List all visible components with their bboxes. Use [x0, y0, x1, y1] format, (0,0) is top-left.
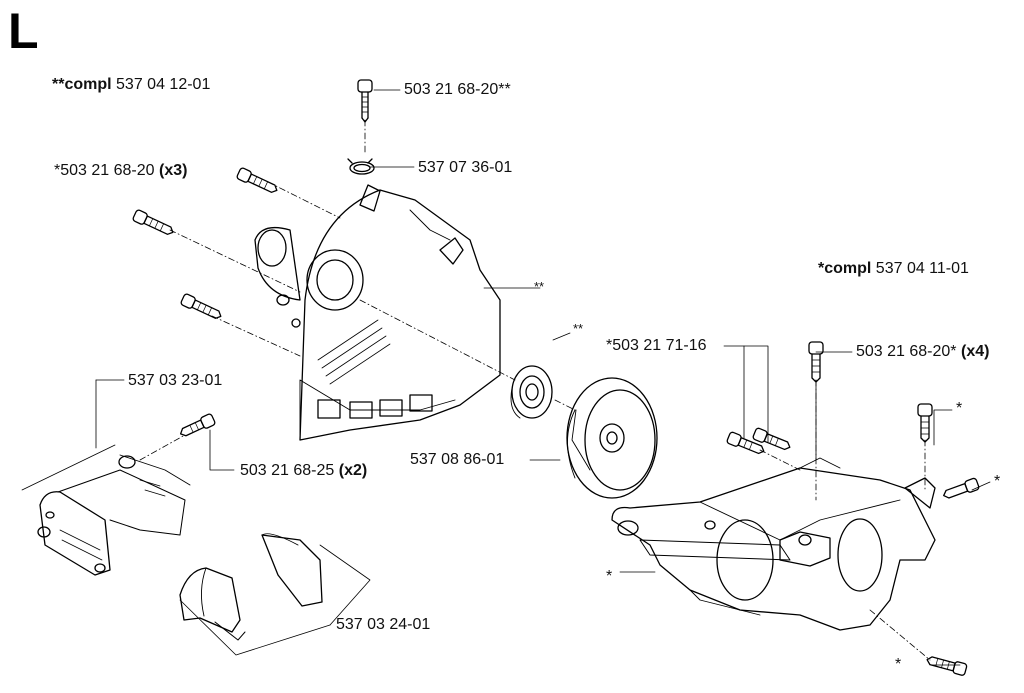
label-screws-right-number: 503 21 68-20* — [856, 343, 957, 360]
section-letter: L — [8, 3, 39, 59]
crankcase — [611, 457, 936, 631]
label-bushings: 537 03 24-01 — [336, 616, 431, 633]
label-circlip: 537 07 36-01 — [418, 159, 513, 176]
label-housing-marker: ** — [534, 279, 545, 294]
screw-top — [357, 79, 373, 123]
label-compl-crankcase-prefix: *compl — [818, 260, 872, 277]
screw-right-vertical — [808, 341, 824, 383]
label-screws-right: 503 21 68-20* (x4) — [856, 343, 989, 361]
screws-mid-set — [726, 427, 791, 455]
bolt-bottom — [926, 656, 968, 676]
label-bracket: 537 03 23-01 — [128, 372, 223, 389]
label-screws-mid: *503 21 71-16 — [606, 337, 707, 354]
label-bolt-bottom-marker: * — [895, 656, 902, 673]
bushings — [179, 533, 323, 641]
label-bolt-vertical-marker: * — [956, 400, 963, 417]
label-compl-housing-prefix: **compl — [52, 76, 112, 93]
label-bracket-screw-number: 503 21 68-25 — [240, 462, 335, 479]
bolt-right-horizontal — [943, 477, 980, 499]
bracket-screw — [179, 413, 216, 437]
pulley — [566, 377, 658, 499]
label-pulley: 537 08 86-01 — [410, 451, 505, 468]
label-screws-left-qty: (x3) — [158, 162, 188, 179]
label-screws-left-number: *503 21 68-20 — [54, 162, 155, 179]
label-bracket-screw-qty: (x2) — [338, 462, 368, 479]
label-crankcase-marker: * — [606, 568, 613, 585]
leader-lines — [21, 89, 991, 666]
label-screws-left: *503 21 68-20 (x3) — [54, 162, 187, 180]
label-compl-housing: **compl 537 04 12-01 — [52, 76, 210, 94]
label-bracket-screw: 503 21 68-25 (x2) — [240, 462, 367, 480]
bracket — [37, 454, 191, 576]
label-bearing-marker: ** — [573, 321, 584, 336]
label-compl-crankcase: *compl 537 04 11-01 — [818, 260, 969, 278]
bolt-right-vertical — [917, 403, 933, 443]
label-screw-top: 503 21 68-20** — [404, 81, 511, 98]
label-compl-housing-number: 537 04 12-01 — [116, 76, 211, 93]
screws-left-set — [132, 167, 278, 319]
label-compl-crankcase-number: 537 04 11-01 — [875, 260, 969, 277]
label-screws-right-qty: (x4) — [960, 343, 990, 360]
clutch-housing — [254, 184, 501, 441]
label-bolt-horizontal-marker: * — [994, 473, 1001, 490]
circlip — [347, 158, 375, 175]
bearing — [510, 365, 553, 419]
